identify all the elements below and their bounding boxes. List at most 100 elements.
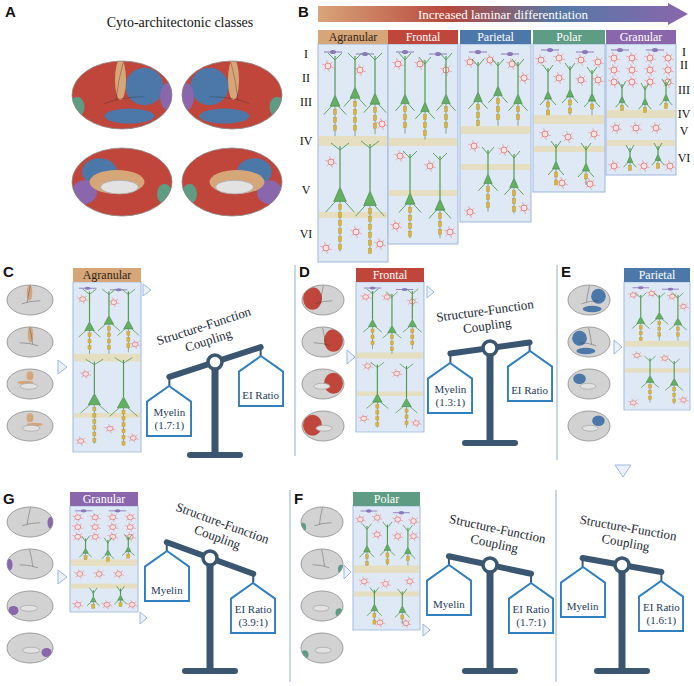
stellate-cell bbox=[647, 55, 653, 61]
brain-region bbox=[228, 59, 239, 100]
myelin-segment bbox=[368, 248, 371, 253]
brain-surface bbox=[301, 549, 343, 579]
stellate-dendrite bbox=[379, 514, 381, 516]
stellate-dendrite bbox=[362, 516, 364, 518]
house-shape bbox=[639, 581, 683, 631]
horizontal-cell bbox=[638, 286, 644, 289]
brain-figure bbox=[302, 411, 344, 441]
myelin-segment bbox=[93, 420, 96, 424]
stellate-cell bbox=[357, 67, 363, 73]
laminar-column bbox=[318, 44, 388, 262]
stellate-cell bbox=[325, 63, 331, 69]
brain-surface bbox=[301, 591, 343, 621]
pyramidal-soma bbox=[494, 86, 502, 96]
myelin-segment bbox=[512, 191, 515, 196]
myelin-segment bbox=[373, 123, 376, 128]
stellate-cell bbox=[556, 75, 562, 81]
myelin-segment bbox=[476, 105, 479, 110]
flow-triangle bbox=[344, 565, 351, 579]
panel-title: Cyto-architectonic classes bbox=[107, 14, 254, 31]
stellate-cell bbox=[92, 534, 98, 539]
layer-numeral: III bbox=[678, 83, 690, 97]
brain-figure bbox=[7, 411, 53, 441]
brain-region bbox=[301, 650, 309, 659]
stellate-cell bbox=[501, 147, 507, 153]
stellate-cell bbox=[413, 421, 419, 426]
scale-base bbox=[462, 668, 518, 674]
coupling-label: Structure-Function Coupling bbox=[160, 496, 281, 565]
brain-figure bbox=[7, 326, 53, 357]
brain-region bbox=[90, 170, 145, 194]
stellate-cell bbox=[75, 525, 81, 530]
layer-numeral: I bbox=[304, 47, 308, 61]
stellate-dendrite bbox=[596, 130, 598, 132]
scale-post bbox=[487, 565, 494, 668]
apical-tuft bbox=[419, 57, 431, 64]
brain-regions bbox=[22, 413, 42, 431]
stellate-dendrite bbox=[80, 533, 82, 535]
pyramidal-soma bbox=[405, 547, 412, 554]
brain-regions bbox=[314, 373, 343, 394]
brain-outline bbox=[568, 285, 610, 315]
stellate-cell bbox=[110, 515, 116, 520]
apical-dendrite bbox=[377, 365, 378, 394]
myelin-segment bbox=[127, 338, 130, 342]
pyramidal-soma bbox=[334, 187, 347, 201]
stellate-cell bbox=[447, 229, 453, 235]
brain-outline bbox=[7, 327, 53, 357]
brain-midline bbox=[20, 605, 37, 611]
myelin-segment bbox=[516, 115, 519, 120]
brain-surface bbox=[72, 148, 172, 216]
stellate-cell bbox=[78, 439, 84, 444]
scale-post bbox=[487, 348, 494, 440]
laminar-column bbox=[73, 282, 141, 452]
brain-figure bbox=[7, 284, 53, 315]
stellate-dendrite bbox=[561, 74, 563, 76]
stellate-cell bbox=[92, 515, 98, 520]
apical-dendrite bbox=[372, 291, 373, 320]
brain-region bbox=[303, 287, 322, 310]
brain-region bbox=[160, 83, 176, 110]
myelin-segment bbox=[92, 604, 95, 608]
laminar-column bbox=[353, 506, 420, 630]
myelin-segment bbox=[122, 410, 125, 414]
brain-midline bbox=[22, 647, 39, 653]
stellate-dendrite bbox=[616, 78, 618, 80]
stellate-dendrite bbox=[80, 601, 82, 603]
stellate-dendrite bbox=[628, 72, 630, 74]
coupling-label: Structure-Function Coupling bbox=[145, 301, 266, 366]
pyramidal-soma bbox=[371, 604, 378, 611]
stellate-dendrite bbox=[679, 308, 681, 309]
stellate-dendrite bbox=[594, 64, 596, 66]
layer-numeral: II bbox=[680, 58, 688, 72]
panel-divider bbox=[290, 490, 291, 682]
brain-surface bbox=[568, 411, 610, 441]
myelin-segment bbox=[620, 105, 623, 110]
layer-panel bbox=[70, 506, 138, 612]
brain-outline bbox=[7, 591, 53, 621]
myelin-segment bbox=[368, 208, 371, 213]
weight-label: Myelin bbox=[563, 600, 603, 613]
laminar-column bbox=[70, 506, 138, 612]
stellate-cell bbox=[662, 356, 668, 360]
scale-post bbox=[212, 362, 219, 452]
stellate-cell bbox=[377, 620, 383, 625]
myelin-segment bbox=[423, 123, 426, 128]
myelin-segment bbox=[405, 415, 408, 419]
stellate-cell bbox=[110, 525, 116, 530]
apical-tuft bbox=[403, 151, 417, 158]
stellate-dendrite bbox=[115, 533, 117, 535]
stellate-dendrite bbox=[95, 576, 97, 578]
brain-outline bbox=[302, 369, 344, 399]
stellate-dendrite bbox=[634, 78, 636, 80]
brain-region bbox=[324, 373, 343, 394]
pyramidal-soma bbox=[435, 199, 445, 210]
apical-dendrite bbox=[665, 82, 666, 94]
apical-tuft bbox=[662, 79, 670, 86]
myelin-segment bbox=[408, 207, 411, 212]
brain-regions bbox=[22, 284, 40, 304]
myelin-segment bbox=[386, 553, 389, 557]
axon bbox=[659, 319, 660, 341]
stellate-cell bbox=[132, 342, 138, 347]
apical-tuft bbox=[644, 356, 655, 361]
